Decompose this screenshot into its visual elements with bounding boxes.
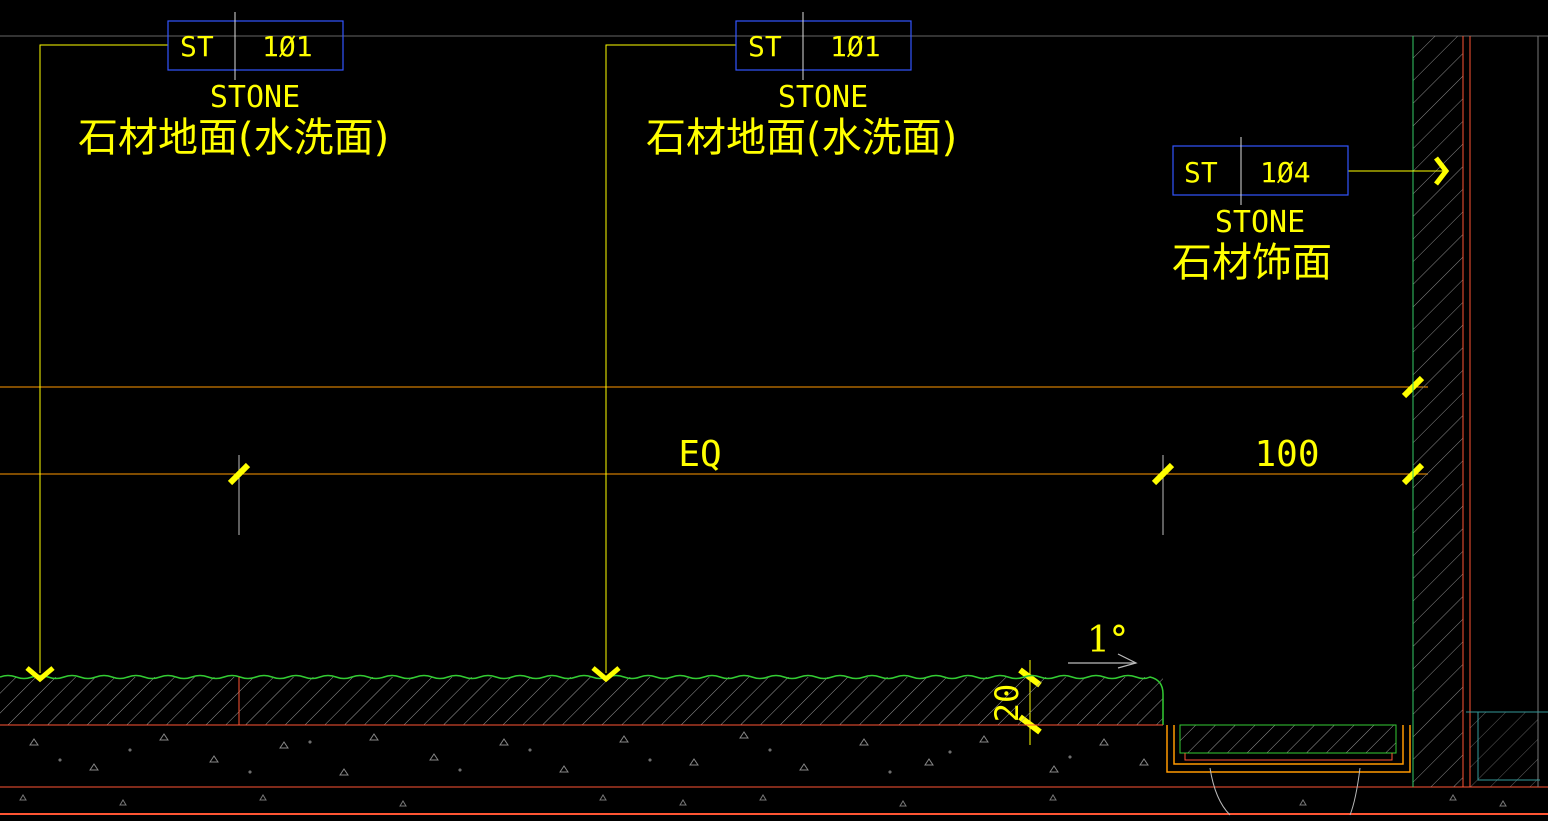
tag-box — [735, 20, 912, 71]
tag-box — [1172, 145, 1349, 196]
tag-code: ST — [748, 30, 782, 63]
screed-aggregate — [29, 731, 1149, 776]
slope-arrow — [1068, 653, 1138, 669]
dimension-thickness-label: 20 — [988, 684, 1026, 723]
leader-arrowheads — [25, 156, 1450, 683]
material-tag-1[interactable]: ST 1Ø1 STONE 石材地面(水洗面) — [78, 12, 389, 161]
tag-number: 1Ø1 — [830, 30, 881, 63]
tag-code: ST — [1184, 156, 1218, 189]
adjacent-room-detail — [1466, 711, 1548, 787]
tag-number: 1Ø1 — [262, 30, 313, 63]
stone-wall-cladding — [1413, 36, 1463, 787]
tag-material: STONE — [778, 80, 868, 115]
tag-box — [167, 20, 344, 71]
stone-finish-layer — [0, 677, 1163, 725]
tag-number: 1Ø4 — [1260, 156, 1311, 189]
tag-material: STONE — [210, 80, 300, 115]
tag-material: STONE — [1215, 205, 1305, 240]
dimension-offset-label: 100 — [1254, 434, 1319, 475]
stone-finish-surface — [0, 674, 1164, 725]
drain-channel — [1166, 724, 1411, 816]
tag-description: 石材地面(水洗面) — [78, 115, 389, 161]
dimension-eq-label: EQ — [678, 434, 721, 475]
tag-code: ST — [180, 30, 214, 63]
slope-label: 1° — [1087, 620, 1128, 661]
material-tag-2[interactable]: ST 1Ø1 STONE 石材地面(水洗面) — [646, 12, 957, 161]
tag-description: 石材地面(水洗面) — [646, 115, 957, 161]
structure-aggregate — [19, 794, 1507, 807]
leader-lines — [39, 44, 1444, 673]
material-tag-3[interactable]: ST 1Ø4 STONE 石材饰面 — [1172, 137, 1349, 286]
tag-description: 石材饰面 — [1172, 240, 1332, 286]
